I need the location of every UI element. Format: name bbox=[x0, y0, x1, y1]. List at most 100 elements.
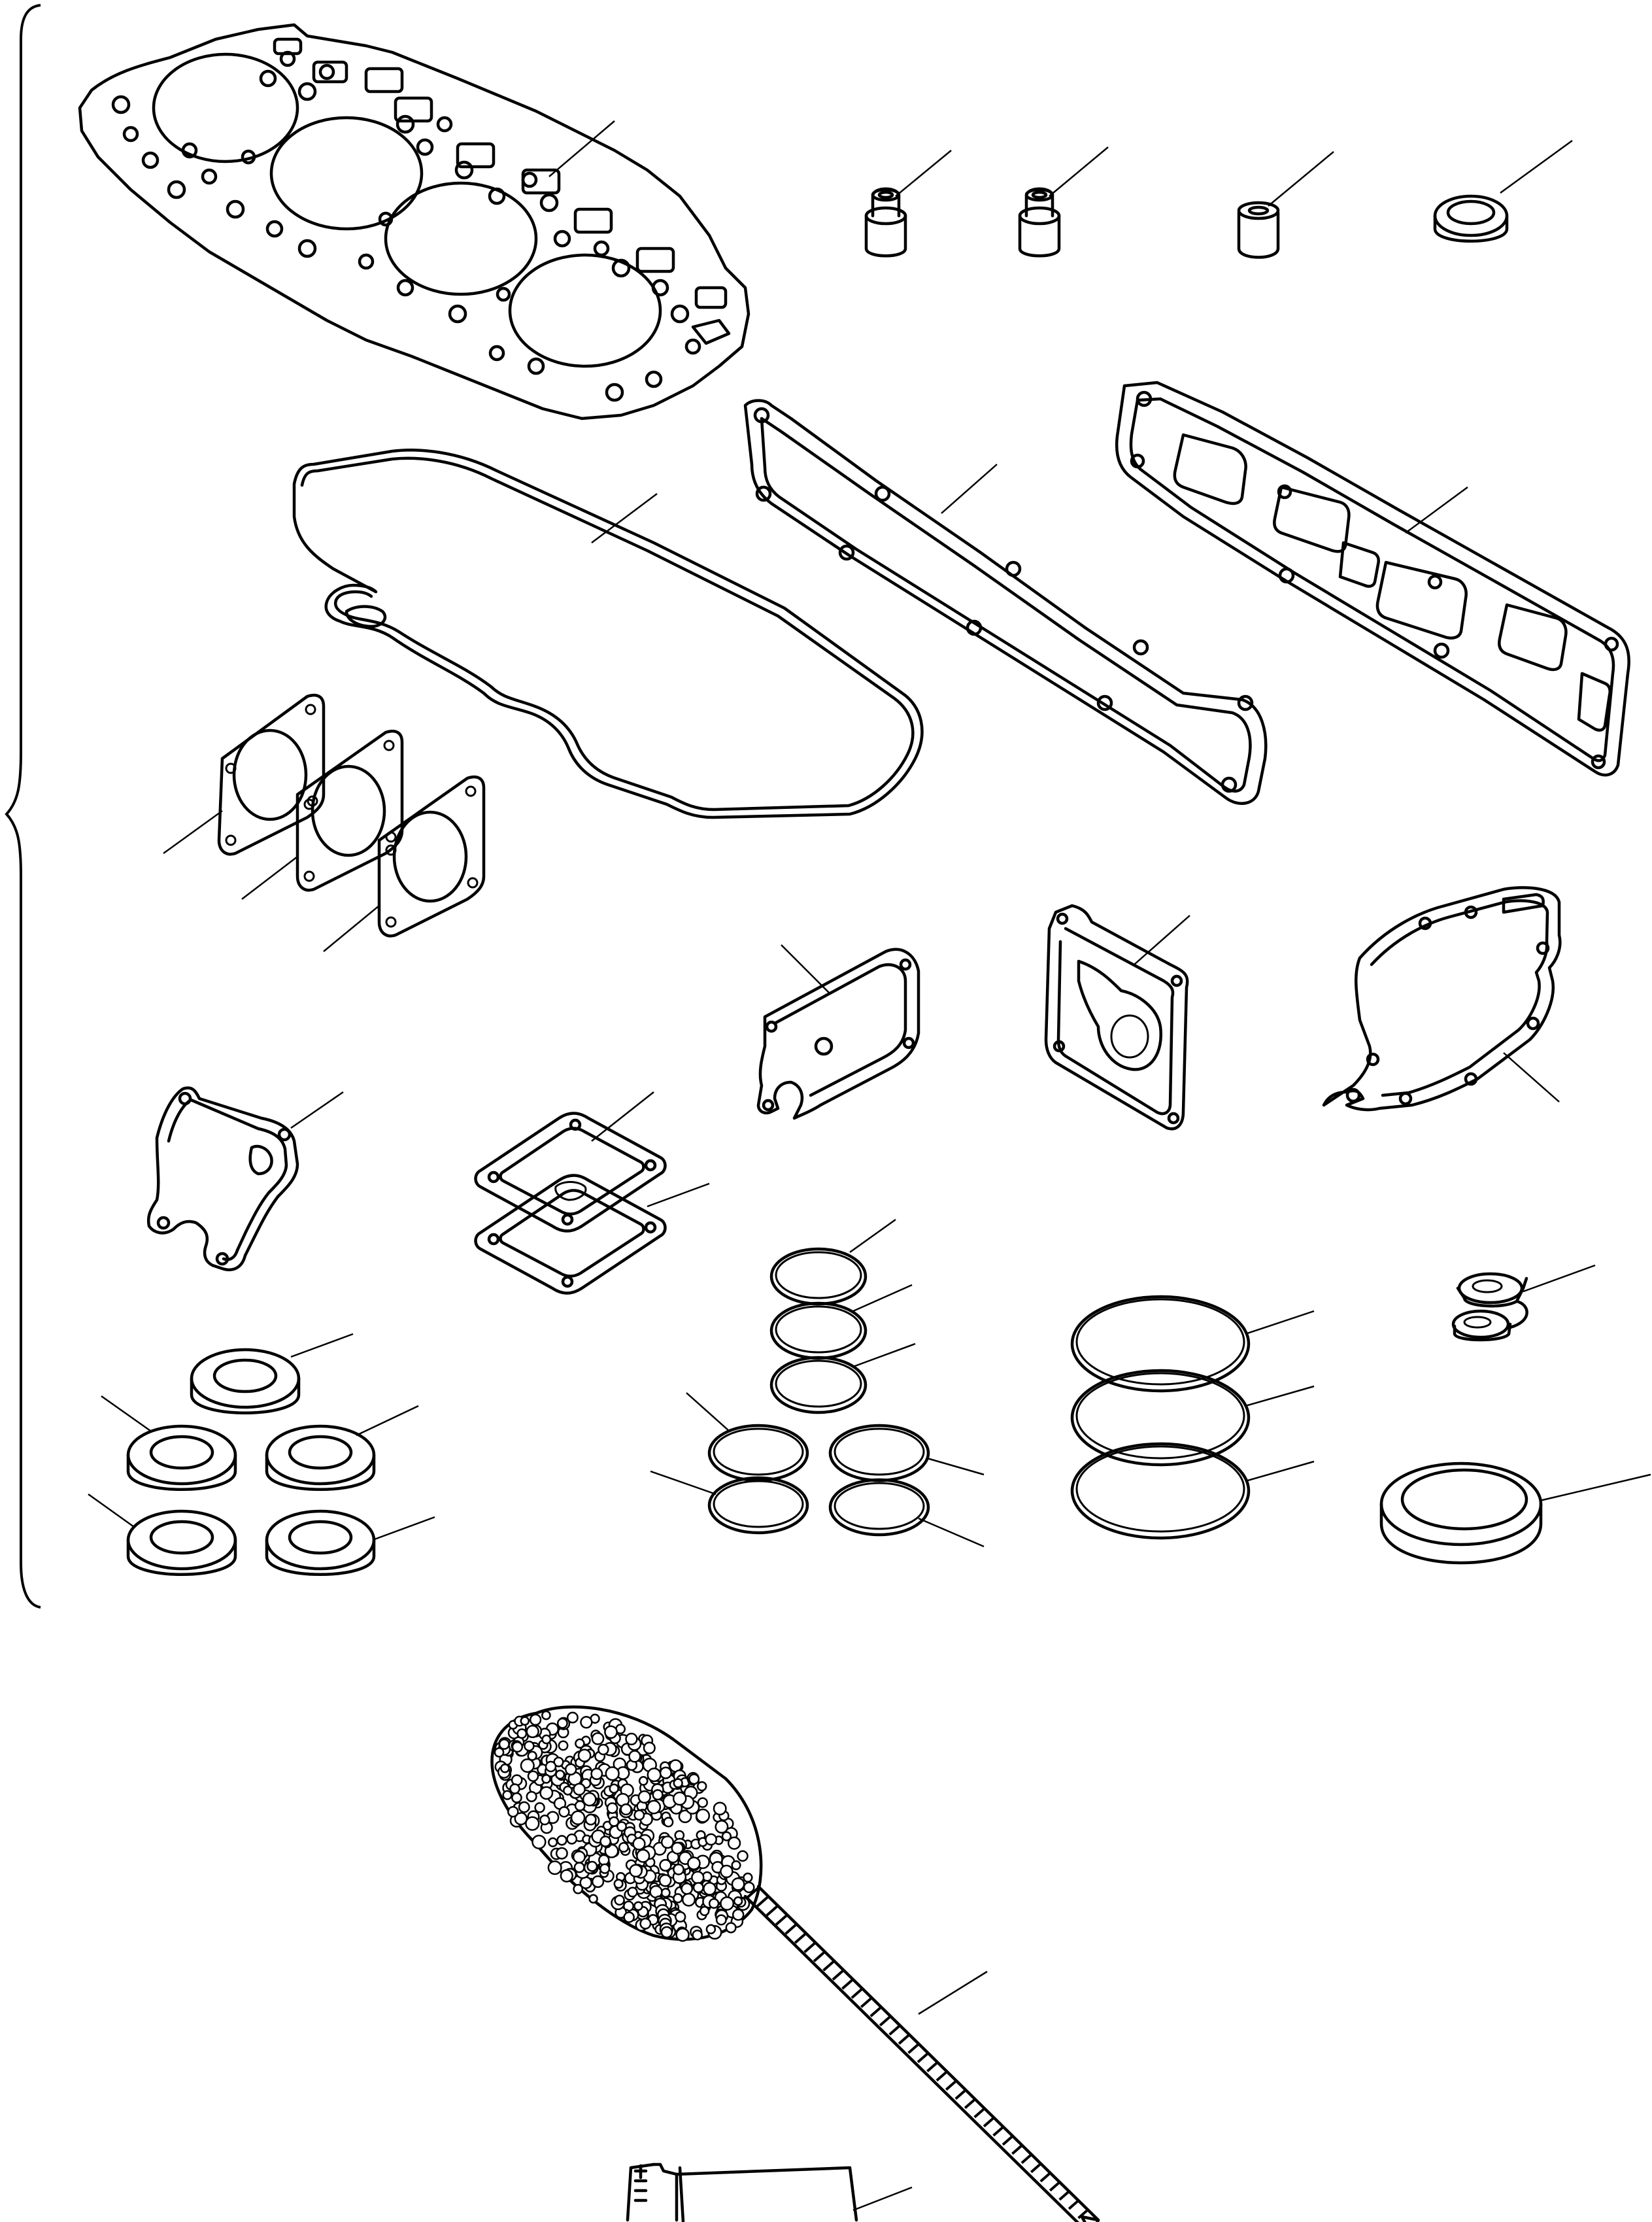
wire-twist-segment bbox=[1077, 2208, 1090, 2219]
bristle-tip bbox=[541, 1774, 551, 1784]
leader-line bbox=[591, 1091, 654, 1142]
bristle-tip bbox=[618, 1842, 630, 1853]
o-ring bbox=[769, 1356, 868, 1414]
leader-line bbox=[852, 1284, 913, 1312]
wire-twist-segment bbox=[936, 2070, 949, 2082]
seal-washer bbox=[1433, 194, 1509, 243]
flat-washer bbox=[1379, 1461, 1543, 1565]
bristle-tip bbox=[733, 1896, 743, 1906]
wire-twist-segment bbox=[1058, 2189, 1071, 2201]
seal-washer bbox=[265, 1424, 376, 1491]
bristle-tip bbox=[743, 1881, 755, 1894]
o-ring bbox=[828, 1424, 930, 1482]
wire-twist-segment bbox=[964, 2098, 977, 2110]
bristle-tip bbox=[743, 1872, 753, 1883]
bristle-tip bbox=[696, 1781, 707, 1792]
leader-line bbox=[1405, 486, 1468, 534]
wire-twist-segment bbox=[1030, 2162, 1043, 2174]
bristle-tip bbox=[715, 1914, 727, 1926]
bristle-tip bbox=[564, 1763, 577, 1776]
bristle-tip bbox=[526, 1790, 537, 1802]
bristle-tip bbox=[547, 1860, 562, 1875]
leader-line bbox=[1134, 915, 1190, 965]
bristle-tip bbox=[721, 1831, 732, 1841]
bristle-tip bbox=[672, 1791, 687, 1806]
bristle-tip bbox=[671, 1841, 684, 1855]
bristle-tip bbox=[541, 1710, 551, 1720]
bristle-tip bbox=[598, 1743, 609, 1756]
leader-line bbox=[241, 856, 298, 900]
bristle-tip bbox=[659, 1858, 672, 1872]
wire-twist-segment bbox=[898, 2033, 911, 2045]
wire-twist-segment bbox=[992, 2125, 1005, 2137]
leader-line bbox=[1245, 1460, 1315, 1482]
leader-line bbox=[372, 1516, 435, 1541]
wire-twist-segment bbox=[756, 1896, 769, 1907]
bristle-tip bbox=[620, 1803, 632, 1816]
bristle-tip bbox=[643, 1741, 656, 1754]
bristle-tip bbox=[573, 1783, 586, 1796]
bushing bbox=[1237, 201, 1280, 259]
bristle-tip bbox=[720, 1896, 735, 1911]
bristle-tip bbox=[584, 1813, 597, 1826]
wire-twist-segment bbox=[803, 1941, 817, 1953]
bristle-tip bbox=[705, 1833, 717, 1846]
bristle-tip bbox=[731, 1860, 741, 1870]
bristle-tip bbox=[580, 1716, 593, 1729]
bristle-tip bbox=[681, 1892, 696, 1907]
bristle-tip bbox=[647, 1768, 662, 1783]
leader-line bbox=[926, 1457, 985, 1476]
bristle-tip bbox=[590, 1768, 603, 1781]
wire-twist-segment bbox=[860, 1996, 873, 2008]
wire-twist-segment bbox=[1068, 2198, 1081, 2210]
bristle-tip bbox=[681, 1882, 694, 1895]
bristle-tip bbox=[638, 1776, 649, 1786]
bristle-tip bbox=[633, 1901, 643, 1911]
bristle-tip bbox=[705, 1924, 716, 1935]
bristle-tip bbox=[516, 1728, 528, 1739]
leader-line bbox=[356, 1405, 419, 1437]
bristle-tip bbox=[555, 1847, 568, 1860]
bristle-tip bbox=[732, 1908, 745, 1921]
bristle-tip bbox=[647, 1800, 662, 1815]
bristle-tip bbox=[563, 1785, 573, 1796]
bristle-tip bbox=[713, 1802, 727, 1816]
bristle-tip bbox=[520, 1716, 530, 1726]
leader-line bbox=[1500, 139, 1573, 194]
bristle-tip bbox=[606, 1802, 618, 1814]
bristle-tip bbox=[652, 1789, 664, 1801]
bristle-tip bbox=[511, 1774, 523, 1786]
valve-stem-seal bbox=[1018, 187, 1061, 258]
wire-twist-segment bbox=[1020, 2153, 1034, 2164]
bristle-tip bbox=[529, 1713, 542, 1726]
wire-twist-segment bbox=[766, 1905, 779, 1917]
leader-line bbox=[781, 944, 831, 995]
bristle-tip bbox=[609, 1783, 619, 1794]
bristle-tip bbox=[525, 1816, 540, 1831]
bristle-tip bbox=[633, 1809, 645, 1821]
oil-pump-gasket bbox=[146, 1086, 299, 1272]
bristle-tip bbox=[628, 1750, 641, 1763]
bristle-tip bbox=[692, 1882, 704, 1894]
bristle-tip bbox=[558, 1806, 570, 1818]
exhaust-manifold-gasket bbox=[1115, 381, 1630, 777]
leader-line bbox=[548, 120, 615, 177]
bristle-tip bbox=[708, 1898, 720, 1909]
bristle-tip bbox=[545, 1760, 557, 1773]
wire-twist-segment bbox=[1049, 2180, 1062, 2192]
bristle-tip bbox=[614, 1894, 625, 1906]
bristle-tip bbox=[524, 1740, 535, 1752]
cover-gasket-diamond bbox=[474, 1174, 667, 1295]
bristle-tip bbox=[660, 1836, 675, 1849]
cover-gasket bbox=[1044, 904, 1189, 1131]
wire-twist-segment bbox=[851, 1987, 864, 1999]
bristle-tip bbox=[629, 1864, 643, 1878]
wire-twist-segment bbox=[907, 2042, 920, 2055]
cover-gasket-diamond bbox=[474, 1112, 667, 1233]
bristle-tip bbox=[660, 1926, 673, 1939]
bristle-tip bbox=[507, 1805, 519, 1818]
wire-twist-segment bbox=[841, 1978, 854, 1990]
leader-line bbox=[849, 1218, 896, 1254]
leader-line bbox=[852, 1342, 916, 1368]
bristle-tip bbox=[539, 1815, 550, 1826]
